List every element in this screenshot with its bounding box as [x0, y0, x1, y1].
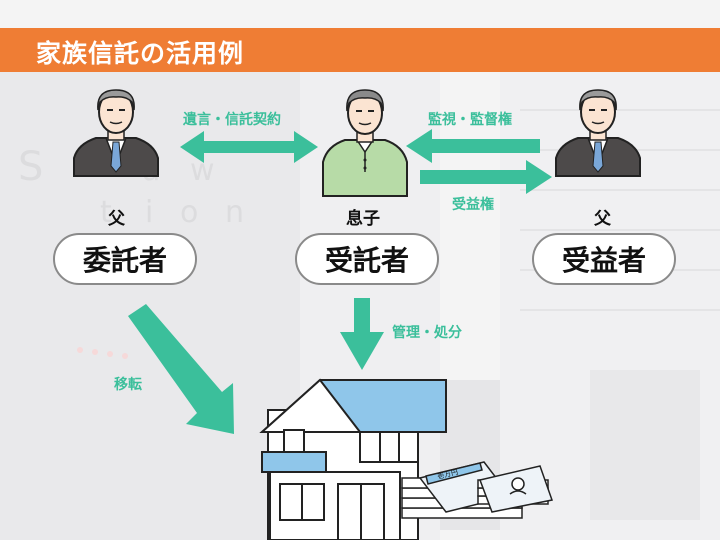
sign-letter: S — [18, 144, 43, 190]
relation-label-settlor: 父 — [108, 209, 125, 229]
supervision-label: 監視・監督権 — [428, 112, 512, 128]
sign-letter: n — [225, 195, 244, 230]
role-settlor: 委託者 — [53, 233, 197, 285]
relation-label-trustee: 息子 — [346, 209, 380, 229]
beneficial-right-arrow — [420, 160, 552, 194]
management-arrow — [340, 298, 384, 370]
relation-label-beneficiary: 父 — [594, 209, 611, 229]
father-settlor-illustration — [73, 89, 159, 177]
transfer-label: 移転 — [114, 377, 142, 393]
sign-letter: t — [100, 195, 112, 230]
trust-contract-arrow — [180, 131, 318, 163]
money-stack-illustration: 壱万円 — [401, 461, 553, 519]
sign-letter: o — [180, 195, 198, 230]
role-beneficiary: 受益者 — [532, 233, 676, 285]
house-illustration — [259, 378, 447, 540]
page-title: 家族信託の活用例 — [36, 39, 245, 68]
sign-letter: i — [145, 195, 153, 230]
father-beneficiary-illustration — [555, 89, 641, 177]
trust-contract-label: 遺言・信託契約 — [183, 112, 281, 128]
role-trustee: 受託者 — [295, 233, 439, 285]
son-trustee-illustration — [322, 89, 408, 197]
transfer-arrow — [128, 304, 234, 434]
management-label: 管理・処分 — [392, 325, 462, 341]
beneficial-right-label: 受益権 — [452, 197, 494, 213]
title-banner: 家族信託の活用例 — [0, 28, 720, 72]
supervision-arrow — [406, 129, 540, 163]
